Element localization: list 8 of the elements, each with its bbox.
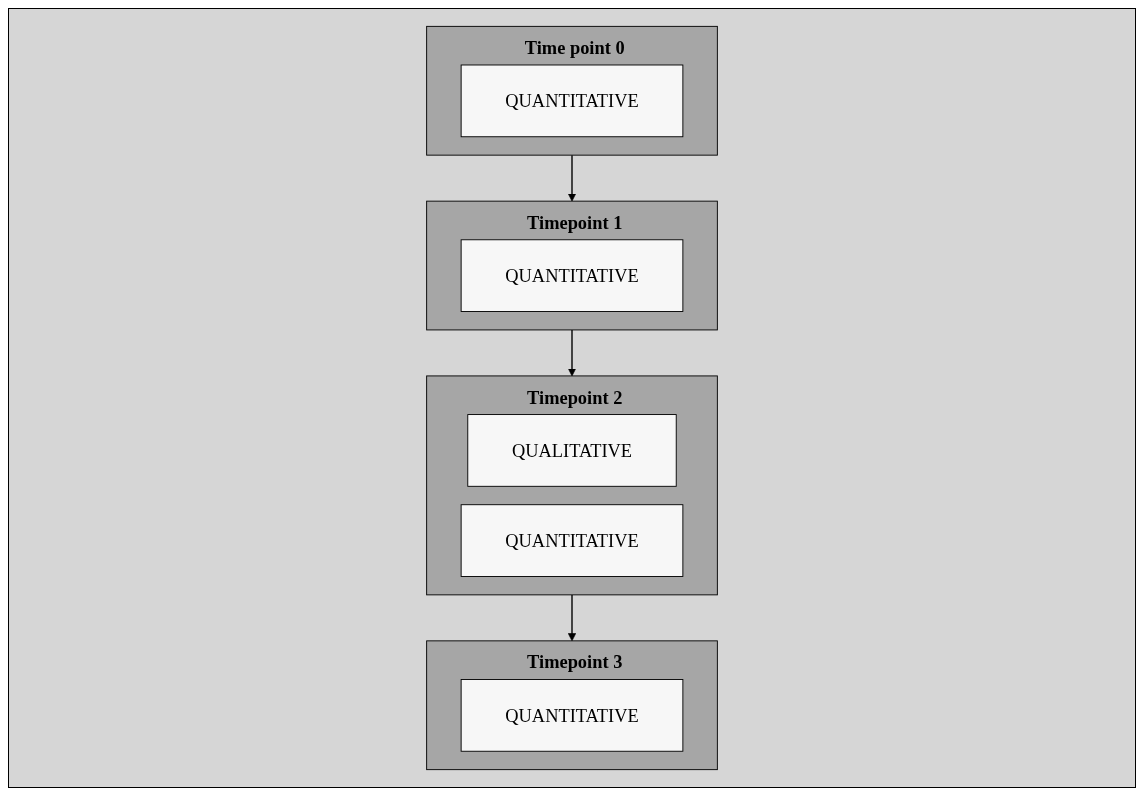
node-box: QUANTITATIVE <box>460 64 684 138</box>
arrow <box>567 329 577 377</box>
node-box: QUALITATIVE <box>467 414 677 487</box>
node-box: QUANTITATIVE <box>460 504 684 577</box>
arrow <box>567 594 577 642</box>
node-box: QUANTITATIVE <box>460 679 684 752</box>
node-box: QUANTITATIVE <box>460 239 684 312</box>
arrow <box>567 154 577 202</box>
